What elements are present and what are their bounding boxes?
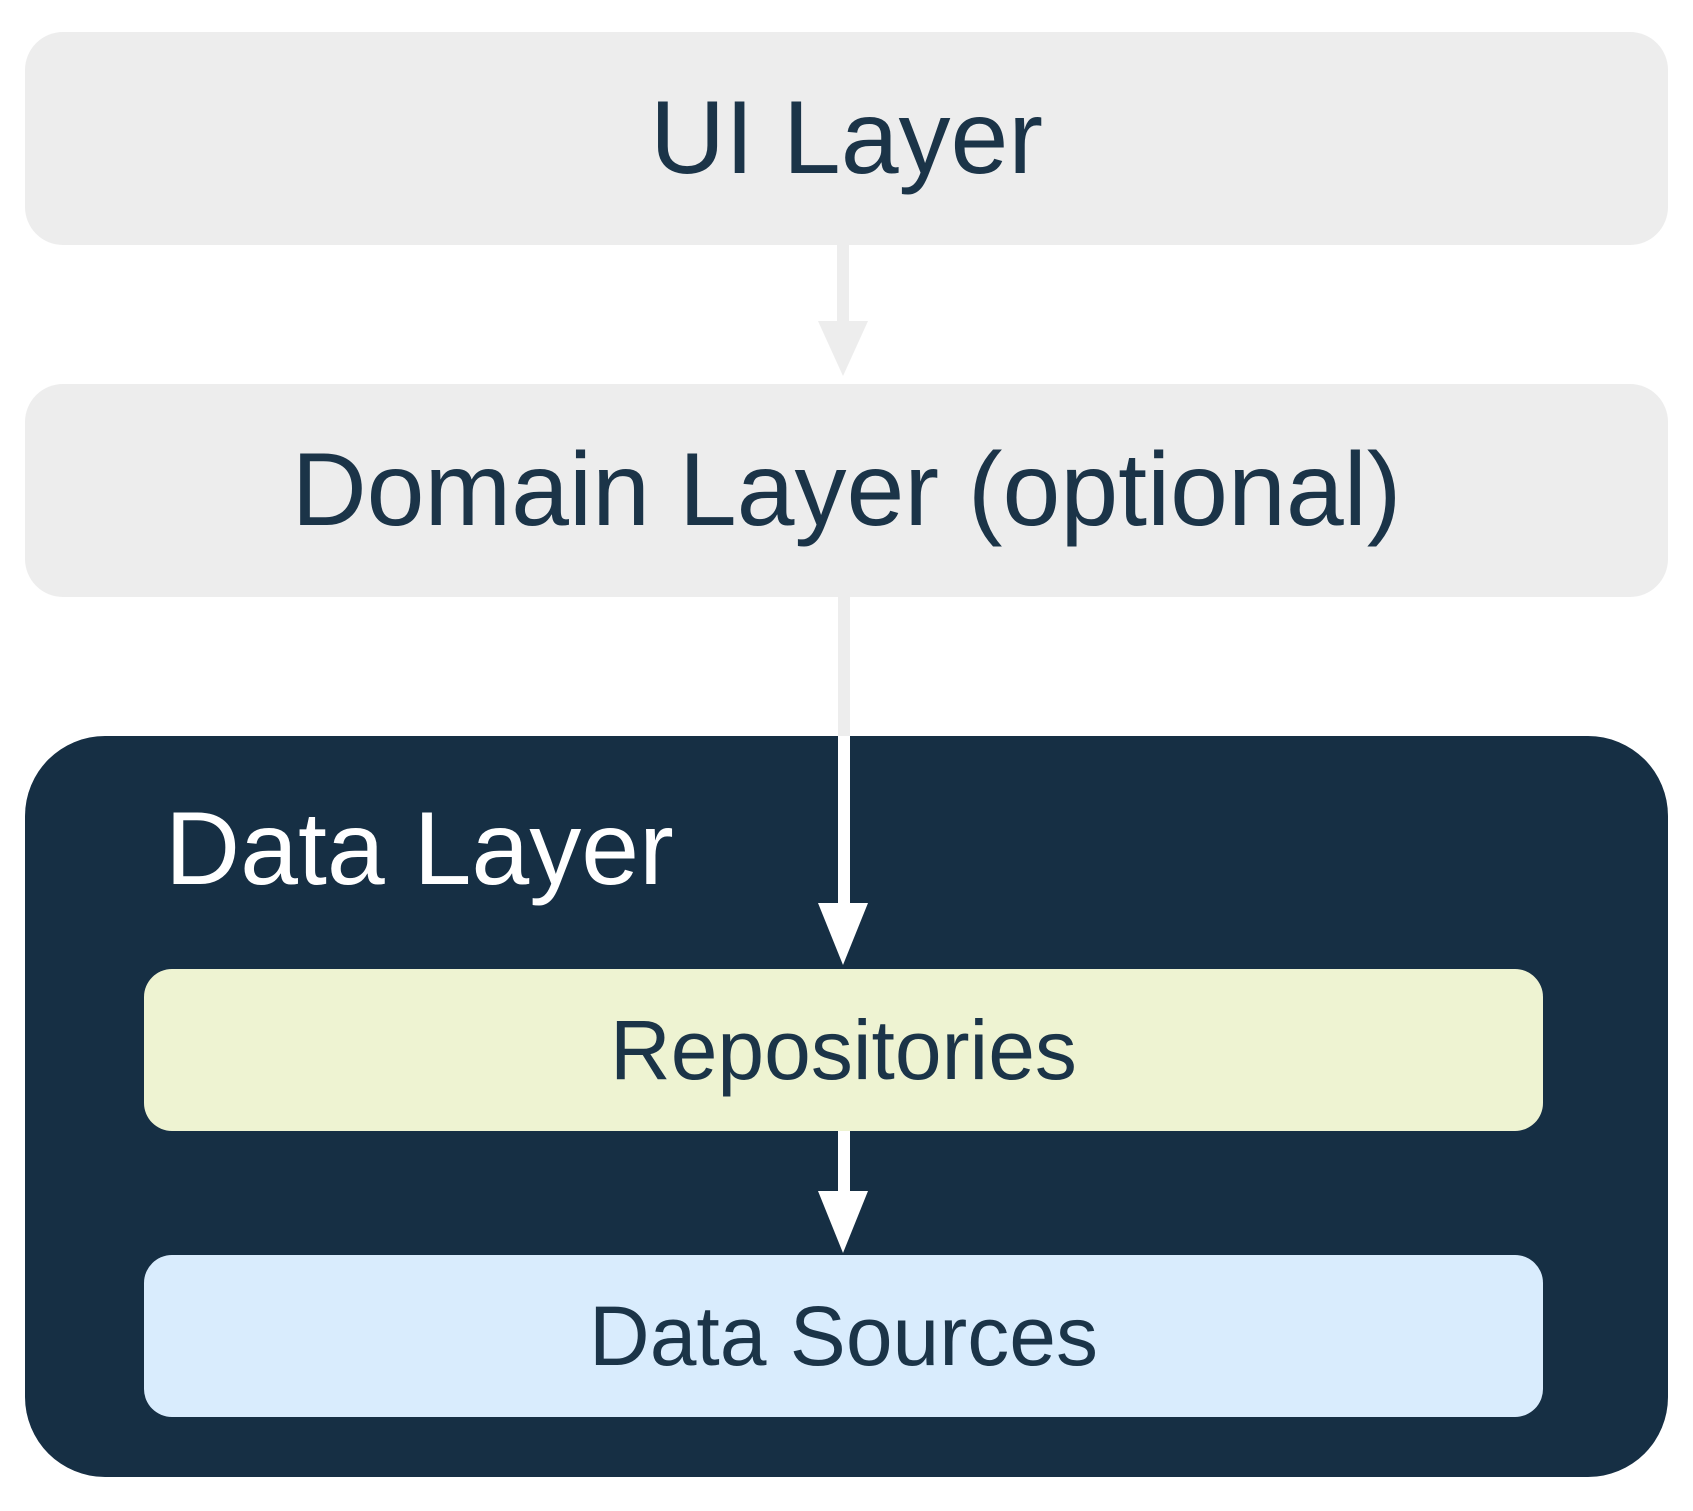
arrow-domain-to-repositories-shaft-upper xyxy=(838,597,850,736)
domain-layer-box: Domain Layer (optional) xyxy=(25,384,1668,597)
repositories-label: Repositories xyxy=(610,1002,1077,1097)
arrow-domain-to-repositories-shaft-lower xyxy=(838,736,850,904)
arrow-repositories-to-datasources-head xyxy=(818,1191,868,1253)
ui-layer-box: UI Layer xyxy=(25,32,1668,245)
arrow-ui-to-domain-head xyxy=(818,321,868,376)
arrow-domain-to-repositories-head xyxy=(818,903,868,965)
arrow-repositories-to-datasources-shaft xyxy=(838,1131,850,1192)
data-sources-label: Data Sources xyxy=(589,1288,1098,1383)
arrow-ui-to-domain-shaft xyxy=(837,245,849,322)
data-layer-label: Data Layer xyxy=(165,791,674,907)
data-sources-box: Data Sources xyxy=(144,1255,1543,1417)
ui-layer-label: UI Layer xyxy=(649,80,1044,197)
repositories-box: Repositories xyxy=(144,969,1543,1131)
domain-layer-label: Domain Layer (optional) xyxy=(291,432,1402,549)
